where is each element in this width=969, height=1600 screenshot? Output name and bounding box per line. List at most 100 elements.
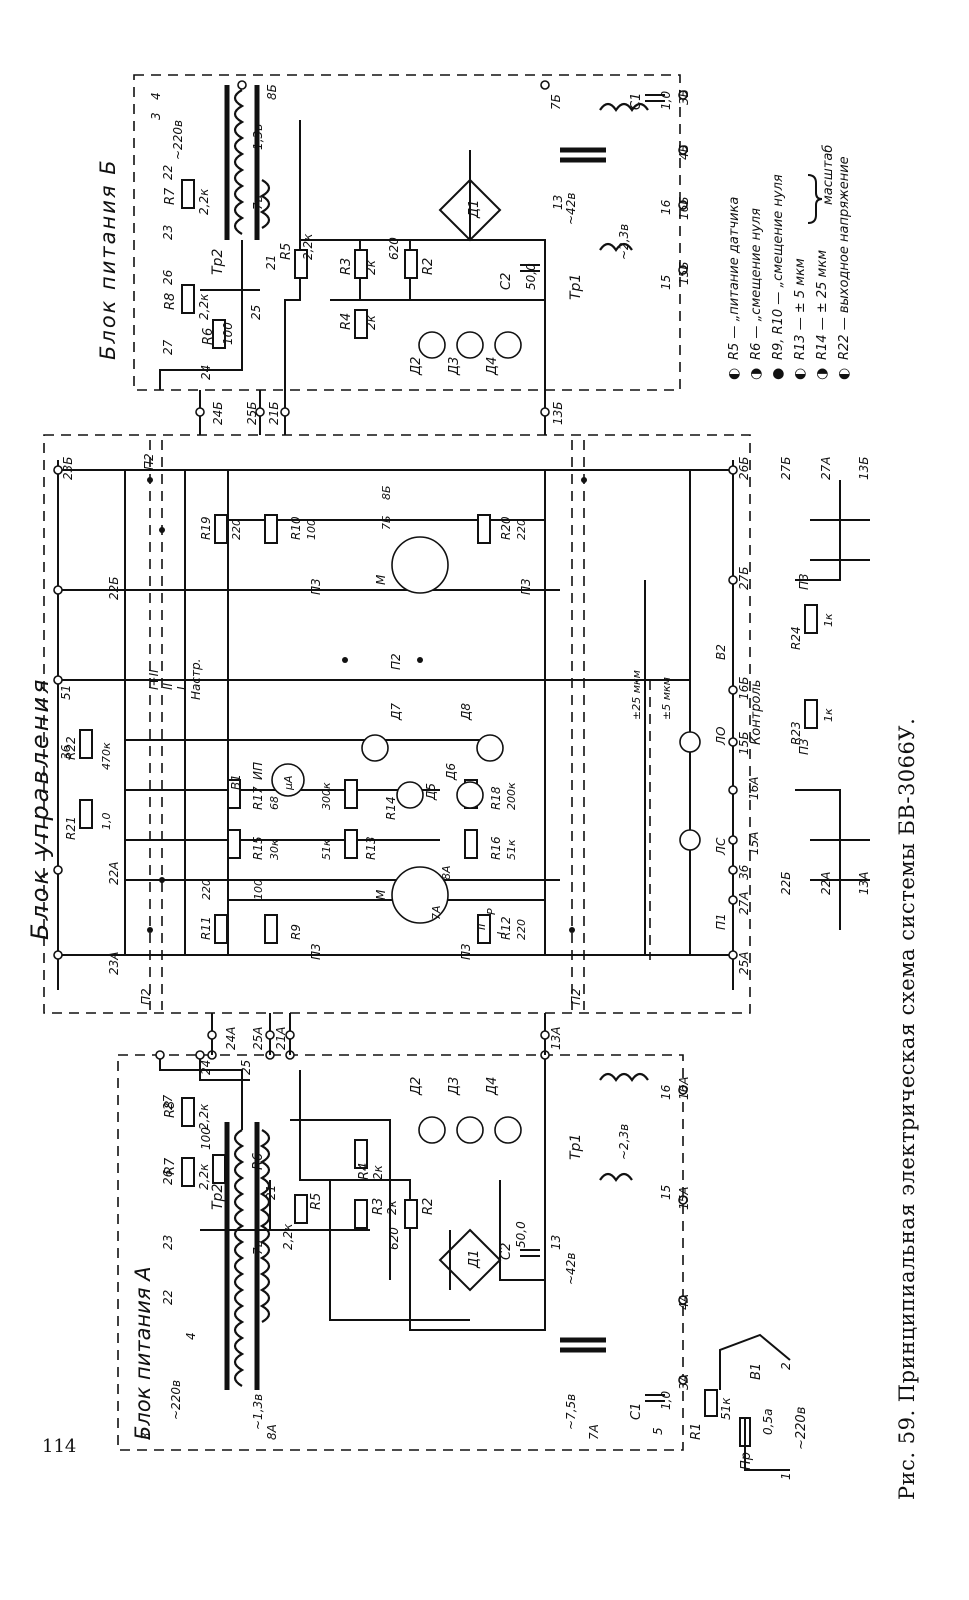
supply-b-wire-1 — [159, 240, 243, 390]
supply-a-label-r6: R6 — [251, 1153, 266, 1170]
supply-b-label-d1: Д1 — [467, 200, 482, 219]
supply-a-label-b1: В1 — [749, 1363, 764, 1380]
supply-a-label-t16: 16 — [659, 1084, 673, 1100]
ctrl-label-p1: П1 — [714, 913, 728, 930]
ctrl-label-r17v: 68 — [268, 796, 281, 810]
legend-mark-4: ◐ — [792, 368, 808, 380]
supply-b-label-t27: 27 — [161, 339, 175, 355]
ctrl-label-p3f: П3 — [797, 573, 811, 590]
ctrl-label-o27a: 27А — [819, 457, 833, 480]
supply-b-label-c1: C1 — [629, 93, 644, 110]
supply-a-label-r7: R7 — [163, 1157, 178, 1175]
supply-a-label-c2: C2 — [499, 1243, 514, 1260]
ctrl-label-p2b: П2 — [142, 453, 156, 470]
supply-a-label-c2v: 50,0 — [514, 1221, 528, 1248]
ctrl-label-15a: 15А — [747, 832, 761, 855]
supply-a-d4 — [494, 1116, 522, 1144]
supply-b-label-v7: 7в — [251, 195, 265, 210]
ctrl-label-36b: 36 — [737, 864, 751, 880]
ctrl-label-mua: μА — [282, 775, 295, 791]
ctrl-label-r20v: 220 — [515, 519, 528, 540]
supply-b-tr1-coil — [599, 102, 649, 112]
label-24a: 24А — [224, 1027, 238, 1050]
term-24b — [195, 407, 205, 417]
ctrl-label-r19: R19 — [199, 516, 213, 540]
supply-a-label-m2: 2 — [779, 1362, 793, 1370]
supply-a-tr2-coil-right — [259, 1129, 271, 1323]
term-25a — [265, 1030, 275, 1040]
ctrl-r19 — [214, 514, 228, 544]
legend-item-4: R13 — ± 5 мкм — [793, 258, 808, 360]
ctrl-label-r9: R9 — [289, 924, 303, 940]
ctrl-label-p3e: П3 — [797, 738, 811, 755]
supply-b-tr1-coil-2 — [599, 242, 633, 252]
supply-b-label-t15: 15 — [659, 275, 673, 290]
ctrl-switch-dot-8 — [417, 657, 423, 663]
supply-b-label-r6: R6 — [201, 328, 216, 345]
supply-b-label-v13: ~1,3в — [251, 124, 265, 160]
supply-b-label-tr2: Тр2 — [210, 249, 226, 275]
ctrl-label-r11v: 220 — [200, 879, 213, 900]
ctrl-label-d6: Д6 — [444, 763, 458, 781]
ctrl-label-r12v: 220 — [515, 919, 528, 940]
ctrl-out-arrows-b — [795, 480, 841, 581]
supply-b-label-n7b: 7Б — [549, 94, 563, 110]
ctrl-label-pos-i: I — [495, 932, 508, 935]
ctrl-label-r21v: 1,0 — [100, 813, 113, 831]
ctrl-tube-m-b — [391, 536, 449, 594]
ctrl-label-mkm5: ±5 мкм — [660, 677, 673, 720]
term-25b — [255, 407, 265, 417]
ctrl-term-25a — [728, 950, 738, 960]
supply-a: Тр2 Тр1 ~220в ~1,3в ~7в ~7,5в ~42в ~2,3в… — [139, 1050, 809, 1480]
legend-item-2: R6 — „смещение нуля — [749, 208, 764, 360]
supply-a-r1 — [704, 1389, 718, 1417]
ctrl-label-r15v: 30к — [268, 839, 281, 860]
legend-mark-1: ◐ — [726, 368, 742, 380]
ctrl-term-27b — [728, 575, 738, 585]
label-21a: 21А — [274, 1027, 288, 1050]
supply-a-r4 — [354, 1139, 368, 1169]
term-24a — [207, 1030, 217, 1040]
ctrl-term-23a — [53, 950, 63, 960]
ctrl-label-d5: Д5 — [424, 783, 438, 801]
supply-b-label-r3: R3 — [339, 258, 354, 275]
supply-b: Тр2 Тр1 ~220в ~1,3в 7в ~42в ~2,3в 3 4 22… — [149, 80, 691, 390]
supply-a-label-r4v: 2к — [371, 1164, 385, 1180]
legend-item-1: R5 — „питание датчика — [727, 197, 742, 360]
ctrl-label-p2: П2 — [139, 988, 153, 1005]
supply-a-label-r8v: 2,2к — [197, 1103, 211, 1130]
ctrl-label-p3: П3 — [309, 943, 323, 960]
ctrl-r12 — [477, 914, 491, 944]
supply-b-term-3 — [678, 90, 688, 100]
ctrl-label-r20: R20 — [499, 516, 513, 540]
ctrl-label-7b: 7Б — [380, 515, 393, 530]
supply-a-r3 — [354, 1199, 368, 1229]
supply-a-label-r7v: 2,2к — [197, 1163, 211, 1190]
supply-a-label-r3: R3 — [371, 1198, 386, 1215]
ctrl-label-22a: 22А — [107, 862, 121, 885]
supply-b-label-t16: 16 — [659, 199, 673, 215]
ctrl-label-r22v: 470к — [100, 742, 113, 770]
legend-item-6: R22 — выходное напряжение — [837, 156, 852, 360]
supply-b-r2 — [404, 249, 418, 279]
supply-b-tr2-coil-left — [233, 89, 245, 235]
supply-a-label-n7a: 7А — [587, 1424, 601, 1440]
supply-b-term-4 — [678, 145, 688, 155]
supply-a-mains-wire-2 — [744, 1418, 790, 1471]
supply-a-label-t22: 22 — [161, 1290, 175, 1305]
block-control-frame — [43, 434, 751, 1014]
supply-b-term-16 — [678, 200, 688, 210]
supply-b-label-d3: Д3 — [447, 357, 462, 376]
supply-b-label-r5v: 2,2к — [301, 233, 315, 260]
ctrl-label-r13: R13 — [364, 836, 378, 860]
ctrl-label-o27b: 27Б — [779, 456, 793, 480]
ctrl-label-r22: R22 — [64, 736, 78, 760]
ctrl-term-27a — [728, 895, 738, 905]
ctrl-label-8b: 8Б — [380, 485, 393, 500]
ctrl-label-i: I — [175, 686, 189, 690]
ctrl-term-23b — [53, 465, 63, 475]
ctrl-d8 — [476, 734, 504, 762]
supply-a-label-v7: ~7в — [251, 1240, 265, 1265]
legend-brace — [807, 174, 823, 224]
